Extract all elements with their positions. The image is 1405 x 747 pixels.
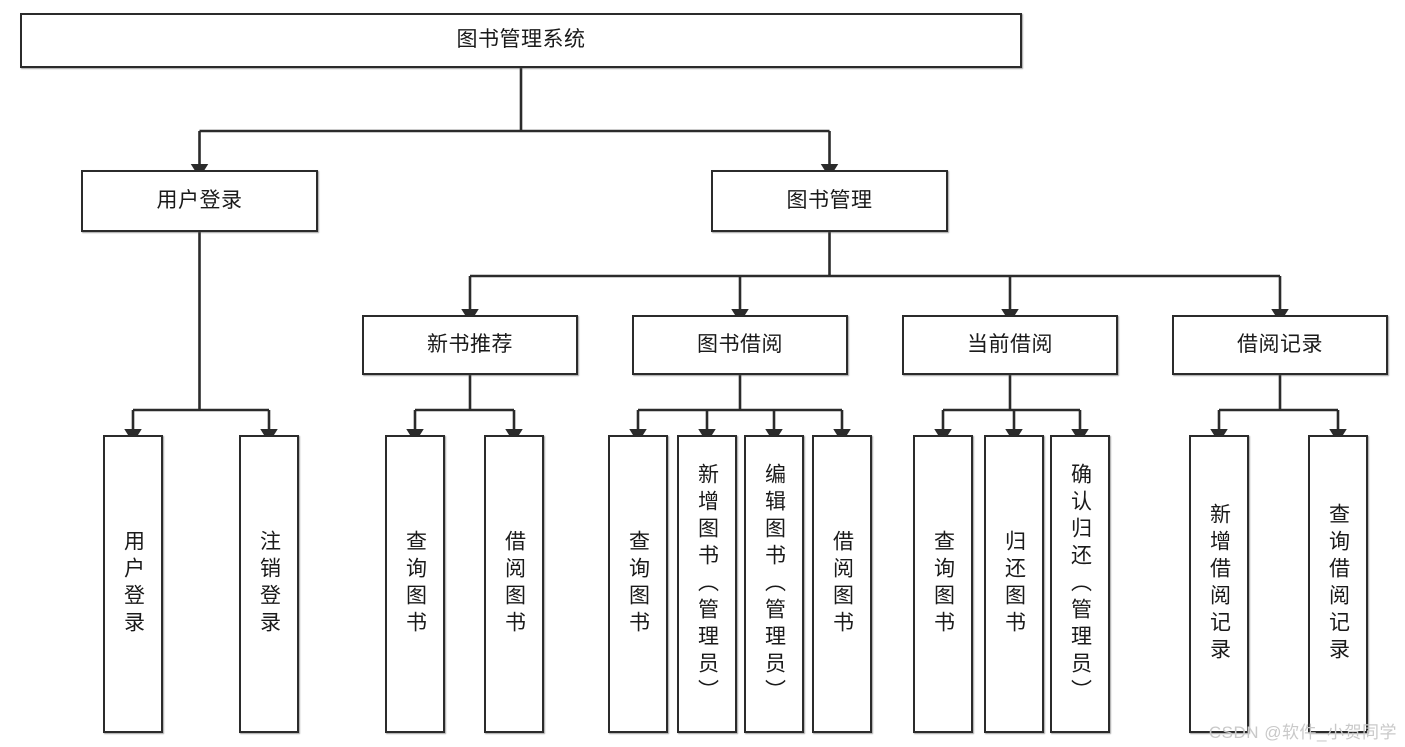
node-label: 编辑图书（管理员） xyxy=(762,462,786,706)
tree-node[interactable]: 查询借阅记录 xyxy=(1308,435,1368,733)
tree-node[interactable]: 查询图书 xyxy=(608,435,668,733)
tree-node[interactable]: 当前借阅 xyxy=(902,315,1118,375)
csdn-watermark: CSDN @软件_小贺同学 xyxy=(1208,723,1397,742)
node-label: 新增借阅记录 xyxy=(1207,503,1231,665)
tree-node[interactable]: 查询图书 xyxy=(913,435,973,733)
tree-node[interactable]: 编辑图书（管理员） xyxy=(744,435,804,733)
node-label: 借阅记录 xyxy=(1237,332,1323,356)
node-label: 图书管理系统 xyxy=(456,28,586,52)
node-label: 注销登录 xyxy=(257,530,281,638)
node-label: 查询图书 xyxy=(626,530,650,638)
tree-node[interactable]: 新增借阅记录 xyxy=(1189,435,1249,733)
root-node[interactable]: 图书管理系统 xyxy=(20,13,1022,68)
tree-node[interactable]: 新书推荐 xyxy=(362,315,578,375)
node-label: 图书借阅 xyxy=(697,332,783,356)
tree-node[interactable]: 查询图书 xyxy=(385,435,445,733)
node-label: 新增图书（管理员） xyxy=(695,462,719,706)
node-label: 用户登录 xyxy=(121,530,145,638)
tree-node[interactable]: 注销登录 xyxy=(239,435,299,733)
tree-node[interactable]: 新增图书（管理员） xyxy=(677,435,737,733)
node-label: 归还图书 xyxy=(1002,530,1026,638)
tree-node[interactable]: 确认归还（管理员） xyxy=(1050,435,1110,733)
node-label: 查询图书 xyxy=(931,530,955,638)
node-label: 用户登录 xyxy=(156,188,243,212)
node-label: 查询借阅记录 xyxy=(1326,503,1350,665)
node-label: 借阅图书 xyxy=(830,530,854,638)
node-label: 图书管理 xyxy=(786,188,873,212)
tree-node[interactable]: 图书借阅 xyxy=(632,315,848,375)
tree-node[interactable]: 归还图书 xyxy=(984,435,1044,733)
tree-node[interactable]: 借阅记录 xyxy=(1172,315,1388,375)
tree-node[interactable]: 借阅图书 xyxy=(484,435,544,733)
node-label: 查询图书 xyxy=(403,530,427,638)
tree-node[interactable]: 用户登录 xyxy=(103,435,163,733)
tree-node[interactable]: 借阅图书 xyxy=(812,435,872,733)
node-label: 当前借阅 xyxy=(967,332,1053,356)
tree-node[interactable]: 图书管理 xyxy=(711,170,948,232)
node-label: 确认归还（管理员） xyxy=(1068,462,1092,706)
node-label: 借阅图书 xyxy=(502,530,526,638)
node-label: 新书推荐 xyxy=(427,332,513,356)
tree-node[interactable]: 用户登录 xyxy=(81,170,318,232)
